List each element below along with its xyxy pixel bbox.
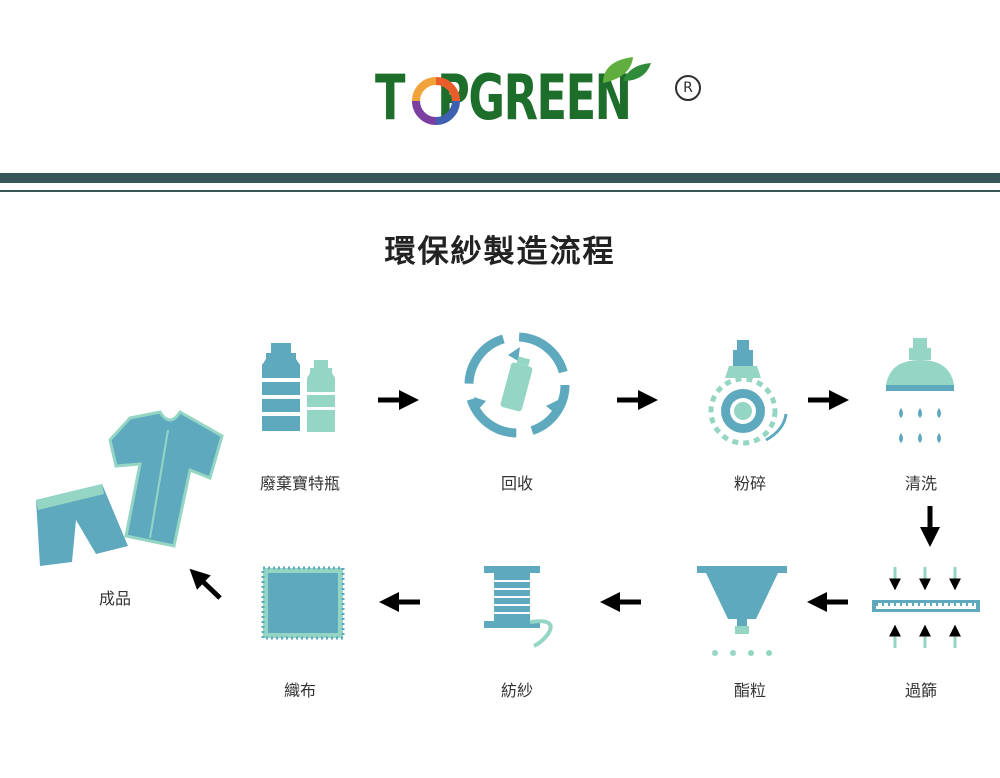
step-label-recycle: 回收 [500,474,533,493]
yarn-spool-icon [484,566,553,648]
flow-arrow-8 [189,568,222,600]
step-label-weave: 織布 [283,681,316,700]
registered-mark: R [675,75,701,101]
step-label-chips: 酯粒 [733,681,766,700]
clothing-icon [36,409,224,566]
crusher-icon [708,340,788,446]
diagram-title: 環保紗製造流程 [384,234,616,270]
step-label-filter: 過篩 [904,681,937,700]
step-label-spin: 紡紗 [500,681,533,700]
pellet-hopper-icon [697,566,787,656]
shower-wash-icon [886,338,954,443]
fabric-icon [261,566,345,640]
step-label-product: 成品 [98,589,131,608]
header-divider [0,190,1000,192]
header-band [0,173,1000,183]
recycle-bottle-icon [464,332,570,438]
plastic-bottles-icon [262,343,335,432]
step-label-wash: 清洗 [904,474,937,493]
step-label-crush: 粉碎 [733,474,766,493]
sieve-icon [872,567,980,648]
step-label-bottles: 廢棄寶特瓶 [259,474,340,493]
recycle-o-icon [412,77,460,125]
leaf-icon [603,57,651,83]
